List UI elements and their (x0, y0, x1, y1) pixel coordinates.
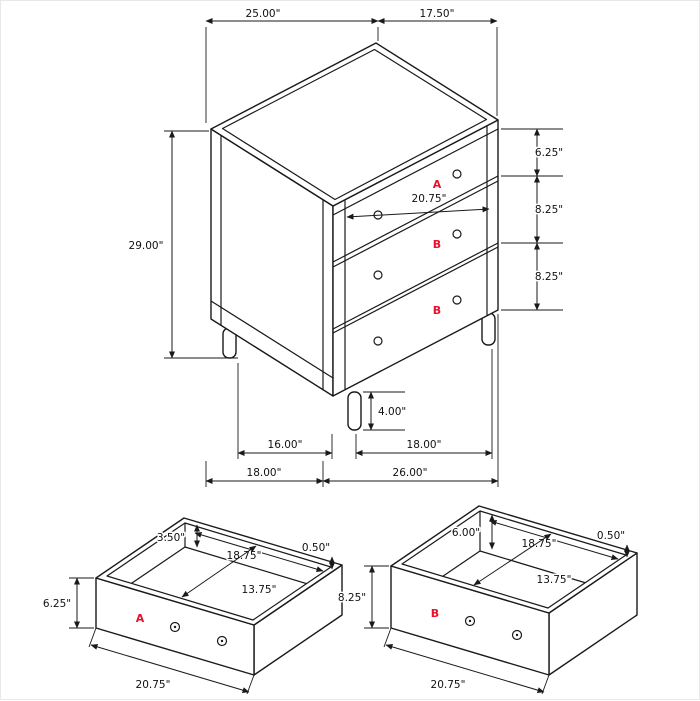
dim-drawer-b2-height: 8.25" (535, 271, 563, 283)
dim-b-inner-depth: 13.75" (537, 574, 572, 586)
dim-leg-span-side: 16.00" (268, 439, 303, 451)
dim-drawer-front-width: 20.75" (346, 192, 490, 220)
dim-base-width: 26.00" (393, 467, 428, 479)
dim-a-inner-depth: 13.75" (242, 584, 277, 596)
drawer-a-detail-view: A 3.50" 18.75" 0.50" 6.25" 13.75" 20.75" (41, 517, 343, 695)
drawer-b-letter: B (431, 607, 439, 620)
chest-drawer-dividers (332, 128, 499, 334)
knob-dot-icon (468, 619, 472, 623)
dim-a-front-height: 6.25" (43, 598, 71, 610)
knob-dot-icon (173, 625, 177, 629)
dim-b-inner-width: 18.75" (522, 538, 557, 550)
chest-legs (222, 312, 496, 431)
chest-isometric-view: A B B 25.00" 17.50" 29.00" (127, 7, 565, 487)
chest-drawer-label-b2: B (433, 304, 441, 317)
dim-drawer-b1-height: 8.25" (535, 204, 563, 216)
dim-drawer-front-width-label: 20.75" (412, 193, 447, 205)
dim-drawer-a-height: 6.25" (535, 147, 563, 159)
dim-leg-height-label: 4.00" (378, 406, 406, 418)
dim-a-inner-width: 18.75" (227, 550, 262, 562)
chest-leg-front (347, 391, 362, 431)
dim-b-wall-thickness: 0.50" (597, 530, 625, 542)
knob-icon (373, 336, 383, 346)
knob-icon (373, 270, 383, 280)
dim-drawer-heights: 6.25" 8.25" 8.25" (501, 128, 565, 311)
drawer-a-dimensions: 3.50" 18.75" 0.50" 6.25" 13.75" 20.75" (41, 524, 335, 695)
chest-top-bevel-line (221, 48, 488, 201)
chest-frame-lines (210, 125, 488, 391)
chest-top-panel (210, 42, 499, 207)
dim-base-depth: 18.00" (247, 467, 282, 479)
dim-top-width: 25.00" (246, 8, 281, 20)
dim-a-back-height: 3.50" (157, 532, 185, 544)
dim-top-depth: 17.50" (420, 8, 455, 20)
dim-b-back-height: 6.00" (452, 527, 480, 539)
dim-a-outer-width: 20.75" (136, 679, 171, 691)
knob-icon (452, 295, 462, 305)
dim-a-wall-thickness: 0.50" (302, 542, 330, 554)
dim-leg-height: 4.00" (363, 391, 408, 431)
knob-dot-icon (515, 633, 519, 637)
dim-overall-height-label: 29.00" (129, 240, 164, 252)
chest-drawer-label-b1: B (433, 238, 441, 251)
chest-drawer-label-a: A (433, 178, 442, 191)
drawer-a-letter: A (136, 612, 145, 625)
drawer-a-interior (107, 523, 331, 620)
dim-top-width-depth: 25.00" 17.50" (205, 7, 498, 123)
drawer-b-dimensions: 6.00" 18.75" 0.50" 8.25" 13.75" 20.75" (336, 514, 630, 695)
dim-leg-span-front: 18.00" (407, 439, 442, 451)
dim-b-front-height: 8.25" (338, 592, 366, 604)
dim-bottom-rows: 16.00" 18.00" 18.00" 26.00" (205, 314, 499, 487)
knob-icon (452, 229, 462, 239)
knob-dot-icon (220, 639, 224, 643)
knob-icon (452, 169, 462, 179)
drawer-b-detail-view: B 6.00" 18.75" 0.50" 8.25" 13.75" 20.75" (336, 505, 638, 695)
dim-b-outer-width: 20.75" (431, 679, 466, 691)
dim-overall-height: 29.00" (127, 130, 238, 359)
